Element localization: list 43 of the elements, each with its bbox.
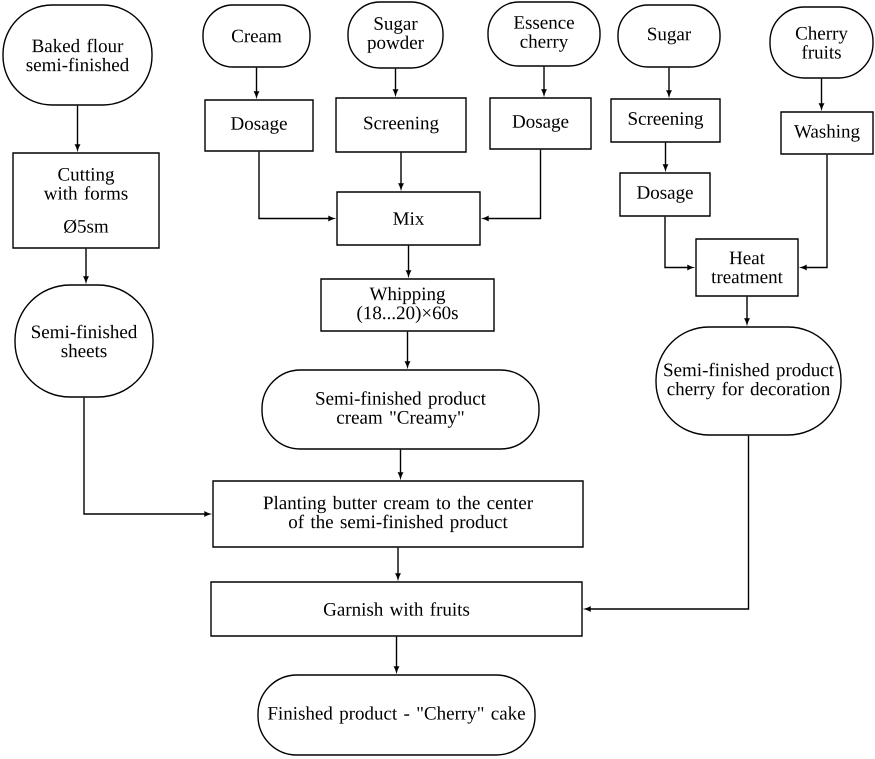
process-box: Dosage (619, 172, 711, 217)
process-box: Mix (336, 191, 481, 246)
process-box: Cutting with forms Ø5sm (12, 152, 160, 249)
arrow (398, 152, 404, 190)
arrow (406, 246, 411, 276)
arrow (258, 152, 334, 221)
terminal-box: Baked flour semi-finished (2, 4, 153, 106)
arrow (663, 142, 668, 170)
arrow (666, 68, 672, 96)
terminal-box: Sugar powder (347, 1, 444, 69)
terminal-box: Semi-finished product cream "Creamy" (261, 369, 540, 450)
process-box: Screening (610, 98, 721, 143)
terminal-box: Cream (202, 4, 311, 68)
arrow (393, 68, 398, 96)
arrow (396, 548, 400, 580)
terminal-box: Finished product - "Cherry" cake (257, 674, 536, 756)
arrow (744, 296, 750, 324)
process-box: Garnish with fruits (210, 581, 583, 637)
terminal-box: Semi-finished sheets (14, 284, 154, 398)
arrow (405, 332, 410, 368)
process-box: Screening (335, 97, 467, 153)
process-box: Washing (780, 111, 874, 155)
terminal-box: Sugar (617, 4, 721, 68)
arrow (584, 436, 750, 612)
arrow (482, 150, 542, 221)
process-box: Heat treatment (695, 238, 799, 297)
process-box: Planting butter cream to the center of the semi-finished product (212, 480, 584, 548)
process-box: Whipping (18...20)×60s (320, 278, 495, 332)
terminal-box: Semi-finished product cherry for decoration (655, 326, 842, 436)
arrow (664, 216, 694, 270)
process-box: Dosage (489, 97, 592, 150)
arrow (83, 398, 210, 516)
arrow (394, 636, 399, 672)
arrow (542, 66, 546, 96)
process-box: Dosage (204, 99, 314, 152)
arrow (84, 248, 88, 282)
arrow (819, 78, 824, 110)
arrow (398, 450, 403, 478)
terminal-box: Essence cherry (487, 1, 601, 67)
arrow (75, 106, 80, 150)
terminal-box: Cherry fruits (769, 6, 874, 79)
arrow (254, 68, 259, 98)
arrow (800, 154, 828, 270)
